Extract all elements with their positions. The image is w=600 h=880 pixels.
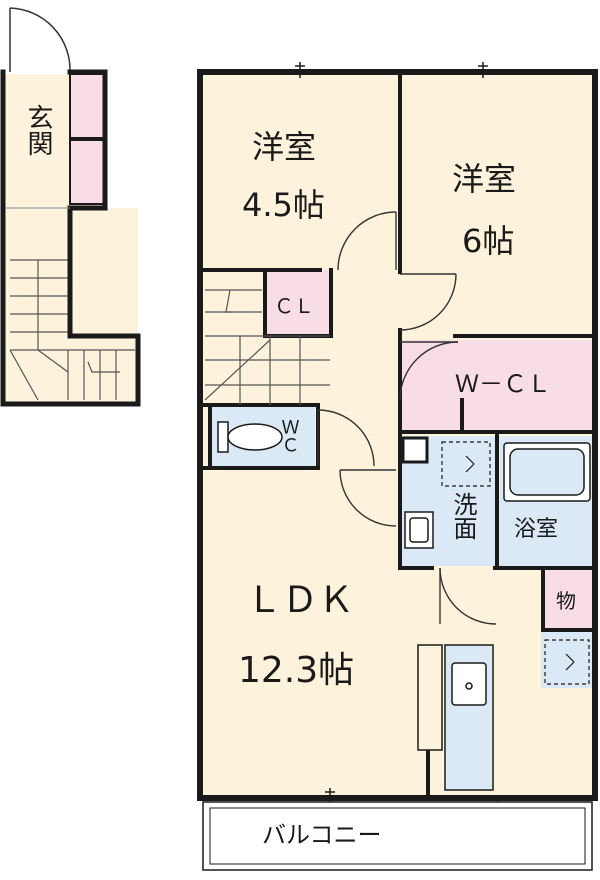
washer-icon xyxy=(441,441,590,685)
entrance-block: 玄関 xyxy=(0,7,141,407)
western-a-size: 4.5帖 xyxy=(242,186,325,224)
balcony-rail-inner xyxy=(209,807,586,865)
walkin-closet-label: Ｗ－ＣＬ xyxy=(455,370,551,398)
stairs-icon xyxy=(204,289,330,405)
balcony-rail-outer xyxy=(202,801,593,871)
balcony: バルコニー xyxy=(202,801,593,871)
door-swing-icon xyxy=(317,211,529,831)
storage-label: 物 xyxy=(556,589,576,613)
western-a-label: 洋室 xyxy=(252,128,316,166)
balcony-label: バルコニー xyxy=(262,821,382,849)
western-b-label: 洋室 xyxy=(452,160,516,198)
closet-fill xyxy=(265,270,331,336)
entrance-walls xyxy=(0,69,141,407)
kitchen-sink-icon xyxy=(417,644,494,791)
storage-fill xyxy=(543,570,595,628)
door-swing-icon xyxy=(9,7,71,73)
main-floor xyxy=(197,62,598,831)
shoe-storage-lower xyxy=(69,139,105,205)
outer-walls xyxy=(197,69,598,801)
stairs-icon xyxy=(9,259,135,401)
toilet-icon xyxy=(217,421,283,453)
bathtub-icon xyxy=(503,442,591,502)
washer-area-fill xyxy=(541,632,595,688)
ldk-label: ＬＤＫ xyxy=(246,580,354,621)
ldk-size: 12.3帖 xyxy=(238,650,354,691)
washroom-label: 洗面 xyxy=(449,492,477,540)
shoe-storage xyxy=(69,73,105,139)
closet-label: ＣＬ xyxy=(274,294,314,318)
bathroom-label: 浴室 xyxy=(514,517,558,542)
column xyxy=(401,436,429,464)
toilet-label: ＷＣ xyxy=(279,418,300,454)
entrance-label: 玄関 xyxy=(23,104,53,156)
sink-icon xyxy=(404,511,434,549)
western-b-size: 6帖 xyxy=(462,222,514,260)
walkin-closet-fill xyxy=(400,340,595,430)
